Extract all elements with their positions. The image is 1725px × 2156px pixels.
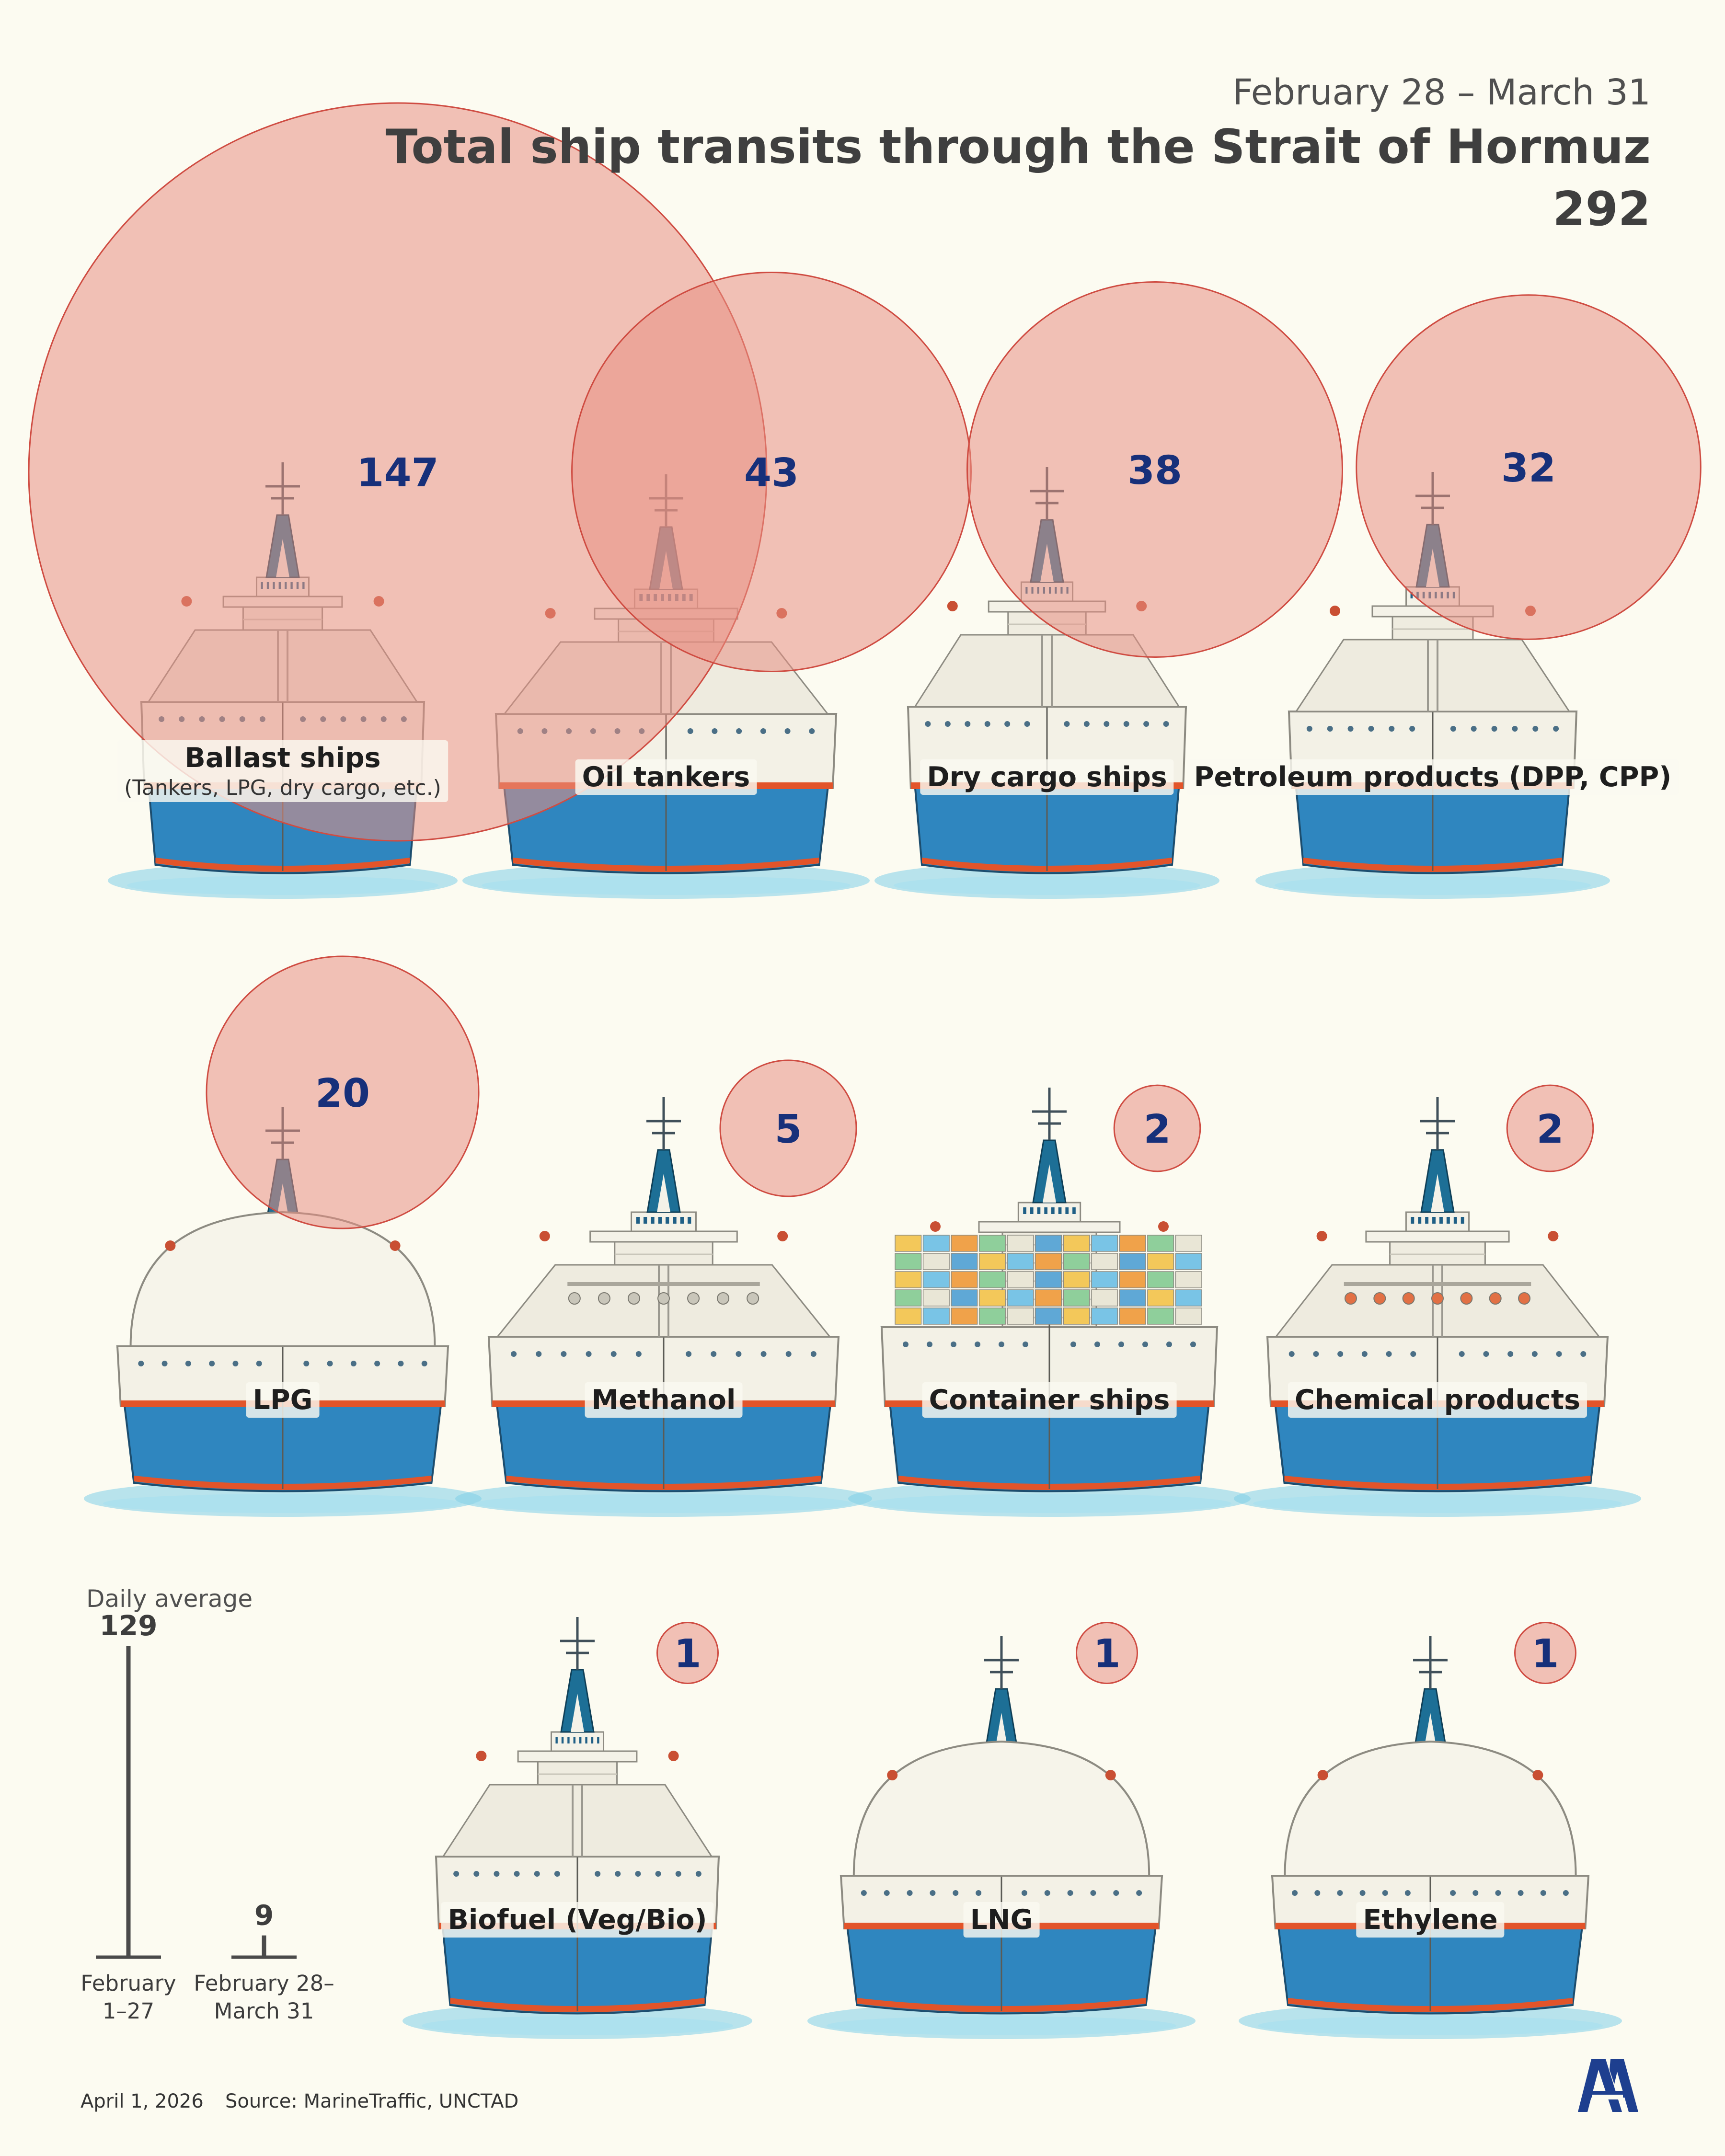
category-label-lpg: LPG xyxy=(246,1382,320,1418)
bubble-methanol xyxy=(719,1059,857,1197)
value-label-methanol: 5 xyxy=(774,1107,802,1152)
daily-category-1-line-1: February xyxy=(80,1971,176,1996)
value-label-petroleum-products-dpp-cpp: 32 xyxy=(1501,446,1556,491)
daily-average-title: Daily average xyxy=(86,1585,253,1613)
value-label-chemical-products: 2 xyxy=(1536,1107,1564,1152)
value-label-oil-tankers: 43 xyxy=(744,450,799,496)
category-name: Container ships xyxy=(929,1384,1170,1416)
bubble-lpg xyxy=(206,955,480,1229)
bubble-chemical-products xyxy=(1506,1084,1594,1172)
category-name: Biofuel (Veg/Bio) xyxy=(448,1904,707,1936)
category-name: Ballast ships xyxy=(184,742,381,774)
category-label-chemical-products: Chemical products xyxy=(1288,1382,1587,1418)
category-sublabel: (Tankers, LPG, dry cargo, etc.) xyxy=(124,776,441,800)
total-transits: 292 xyxy=(1552,182,1651,237)
daily-value-2: 9 xyxy=(254,1899,274,1932)
category-name: Petroleum products (DPP, CPP) xyxy=(1194,761,1672,793)
bubble-ethylene xyxy=(1514,1621,1577,1685)
value-label-ethylene: 1 xyxy=(1531,1631,1559,1677)
category-label-ballast-ships: Ballast ships(Tankers, LPG, dry cargo, e… xyxy=(117,740,448,802)
category-label-oil-tankers: Oil tankers xyxy=(575,759,757,795)
bubbles-layer: 147 43 38 32 20 5 2 2 1 1 1 xyxy=(28,102,1702,1685)
chart-title: Total ship transits through the Strait o… xyxy=(385,120,1651,174)
daily-category-2-line-2: March 31 xyxy=(214,1998,314,2024)
value-label-lng: 1 xyxy=(1093,1631,1120,1677)
ship-illustration-container-ships xyxy=(848,1088,1251,1517)
category-label-dry-cargo-ships: Dry cargo ships xyxy=(920,759,1174,795)
bubble-dry-cargo-ships xyxy=(966,281,1343,658)
category-name: Ethylene xyxy=(1363,1904,1498,1936)
category-name: LPG xyxy=(253,1384,313,1416)
footer-source: Source: MarineTraffic, UNCTAD xyxy=(225,2090,519,2112)
ship-illustration-lng xyxy=(807,1636,1196,2039)
ship-illustration-lpg xyxy=(84,1107,482,1517)
category-label-container-ships: Container ships xyxy=(922,1382,1177,1418)
value-label-lpg: 20 xyxy=(315,1071,370,1116)
bubble-container-ships xyxy=(1113,1084,1201,1172)
bubble-lng xyxy=(1075,1621,1138,1685)
daily-category-2-line-1: February 28– xyxy=(194,1971,334,1996)
category-name: Chemical products xyxy=(1294,1384,1581,1416)
daily-category-1-line-2: 1–27 xyxy=(103,1998,154,2024)
category-name: Methanol xyxy=(591,1384,736,1416)
category-label-biofuel-veg-bio: Biofuel (Veg/Bio) xyxy=(441,1902,714,1938)
bubble-biofuel-veg-bio xyxy=(656,1621,719,1685)
value-label-container-ships: 2 xyxy=(1143,1107,1171,1152)
value-label-biofuel-veg-bio: 1 xyxy=(674,1631,701,1677)
daily-value-1: 129 xyxy=(99,1609,157,1642)
category-label-methanol: Methanol xyxy=(585,1382,743,1418)
category-label-ethylene: Ethylene xyxy=(1356,1902,1505,1938)
category-name: LNG xyxy=(970,1904,1033,1936)
category-label-petroleum-products-dpp-cpp: Petroleum products (DPP, CPP) xyxy=(1187,759,1679,795)
period-label: February 28 – March 31 xyxy=(1232,72,1651,113)
value-label-ballast-ships: 147 xyxy=(356,450,438,496)
ship-illustration-ethylene xyxy=(1239,1636,1622,2039)
category-label-lng: LNG xyxy=(963,1902,1040,1938)
category-name: Dry cargo ships xyxy=(927,761,1167,793)
footer-date: April 1, 2026 xyxy=(80,2090,204,2112)
aa-logo-icon xyxy=(1574,2055,1641,2120)
category-name: Oil tankers xyxy=(582,761,750,793)
bubble-petroleum-products-dpp-cpp xyxy=(1356,294,1702,640)
value-label-dry-cargo-ships: 38 xyxy=(1127,448,1182,493)
